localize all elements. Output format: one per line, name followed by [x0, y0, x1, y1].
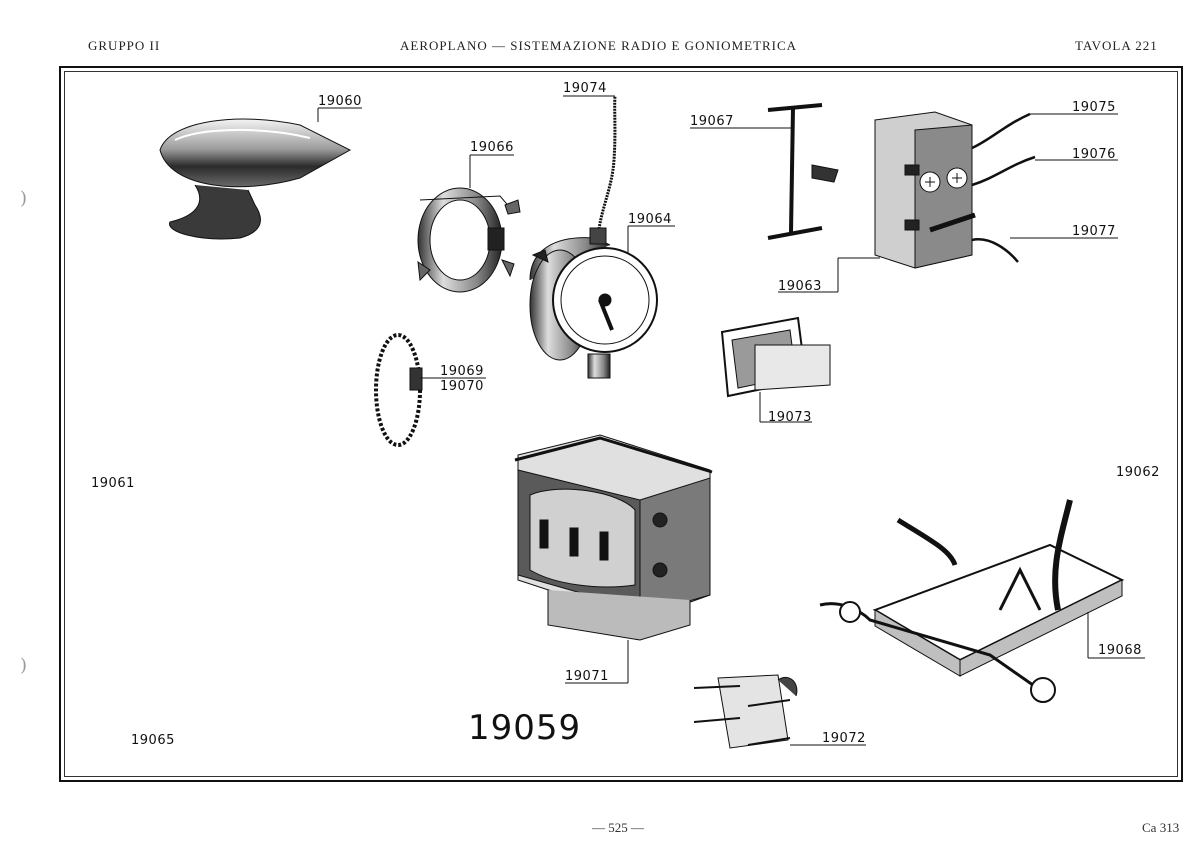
compass-19064 — [529, 225, 675, 379]
label-19074: 19074 — [563, 81, 607, 96]
label-19071: 19071 — [565, 669, 609, 684]
header-title: AEROPLANO — SISTEMAZIONE RADIO E GONIOME… — [400, 38, 798, 53]
plate-19072 — [693, 674, 866, 749]
plate-frame — [59, 66, 1183, 782]
radio-set-19071 — [514, 434, 713, 684]
label-19066: 19066 — [470, 140, 514, 155]
label-19062: 19062 — [1116, 465, 1160, 480]
binder-hole-mark: ) — [20, 188, 28, 209]
header-group: GRUPPO II — [88, 38, 161, 53]
main-assembly-number: 19059 — [468, 708, 582, 748]
label-19065: 19065 — [131, 733, 175, 748]
ring-19066 — [417, 154, 521, 293]
label-19073: 19073 — [768, 410, 812, 425]
label-19061: 19061 — [91, 476, 135, 491]
label-19067: 19067 — [690, 114, 734, 129]
label-19075: 19075 — [1072, 100, 1116, 115]
label-19076: 19076 — [1072, 147, 1116, 162]
cable-19074 — [563, 95, 617, 239]
cables-19075-19077 — [971, 112, 1118, 263]
fairing-19060 — [159, 107, 362, 240]
binder-hole-mark: ) — [20, 655, 28, 676]
label-19070: 19070 — [440, 379, 484, 394]
label-19072: 19072 — [822, 731, 866, 746]
shoe-19073 — [720, 316, 831, 423]
label-19077: 19077 — [1072, 224, 1116, 239]
label-19064: 19064 — [628, 212, 672, 227]
label-19063: 19063 — [778, 279, 822, 294]
ring-19069 — [374, 333, 486, 447]
junction-box-19063 — [778, 111, 976, 293]
header-plate: TAVOLA 221 — [1075, 38, 1158, 53]
label-19069: 19069 — [440, 364, 484, 379]
label-19068: 19068 — [1098, 643, 1142, 658]
mounting-tray-19068 — [819, 499, 1145, 703]
page-number: — 525 — — [592, 820, 644, 835]
label-19060: 19060 — [318, 94, 362, 109]
bracket-19067 — [690, 103, 839, 240]
document-code: Ca 313 — [1142, 820, 1180, 835]
